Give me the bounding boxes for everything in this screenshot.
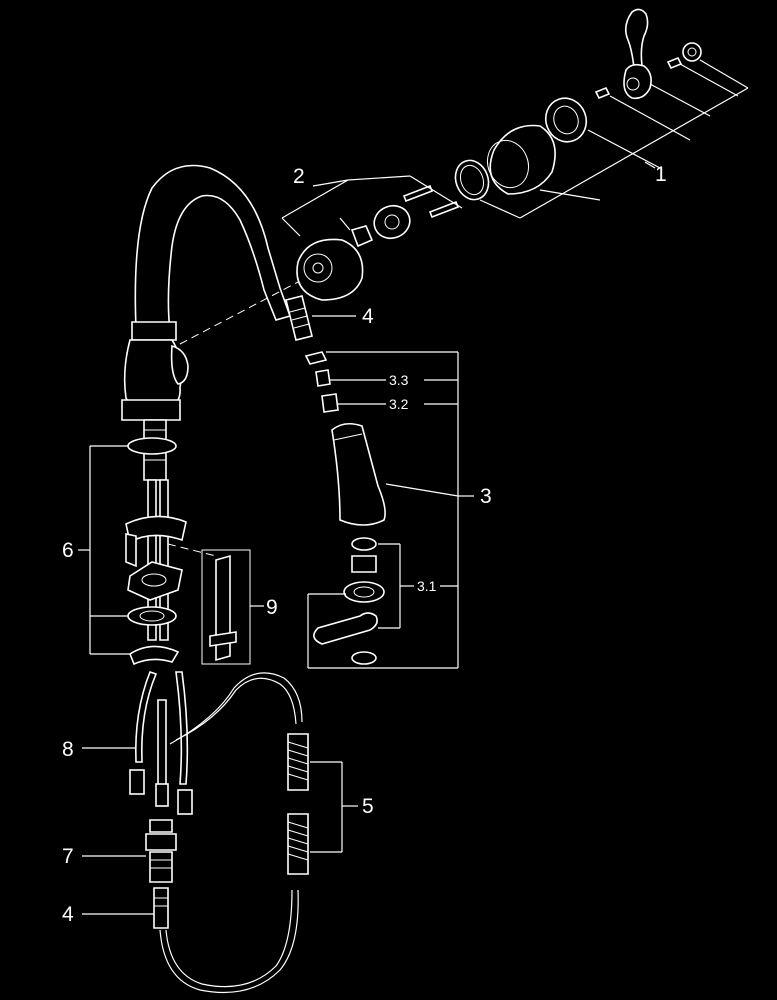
label-6: 6 — [62, 539, 74, 562]
guide-line-spout — [179, 281, 299, 345]
leader-lines-3 — [307, 351, 474, 669]
faucet-body — [121, 164, 292, 641]
label-8: 8 — [62, 738, 74, 761]
pull-out-hose — [159, 672, 303, 994]
label-4-top: 4 — [362, 305, 374, 328]
hose-weights-part-5 — [287, 733, 309, 875]
label-3-1: 3.1 — [417, 578, 437, 594]
supply-hoses — [82, 671, 193, 815]
quick-connector-part-7 — [82, 819, 177, 883]
label-3-2: 3.2 — [389, 396, 409, 412]
mounting-tool-part-9 — [167, 543, 264, 665]
hose-end-part-4-top — [285, 295, 356, 341]
label-3: 3 — [480, 485, 492, 508]
leader-lines-1 — [479, 59, 749, 219]
hose-fitting-part-4-bottom — [82, 887, 169, 929]
label-9: 9 — [266, 596, 278, 619]
leader-lines-6 — [78, 445, 130, 655]
leader-lines-5 — [310, 761, 358, 853]
label-5: 5 — [362, 795, 374, 818]
label-1: 1 — [655, 163, 667, 186]
label-2: 2 — [293, 165, 305, 188]
leader-lines-2 — [281, 175, 463, 237]
label-7: 7 — [62, 845, 74, 868]
spray-head-assembly — [304, 351, 386, 665]
mounting-hardware — [125, 437, 187, 666]
label-3-3: 3.3 — [389, 372, 409, 388]
cartridge-assembly — [296, 184, 460, 301]
label-4-bottom: 4 — [62, 903, 74, 926]
handle-assembly — [454, 8, 702, 201]
